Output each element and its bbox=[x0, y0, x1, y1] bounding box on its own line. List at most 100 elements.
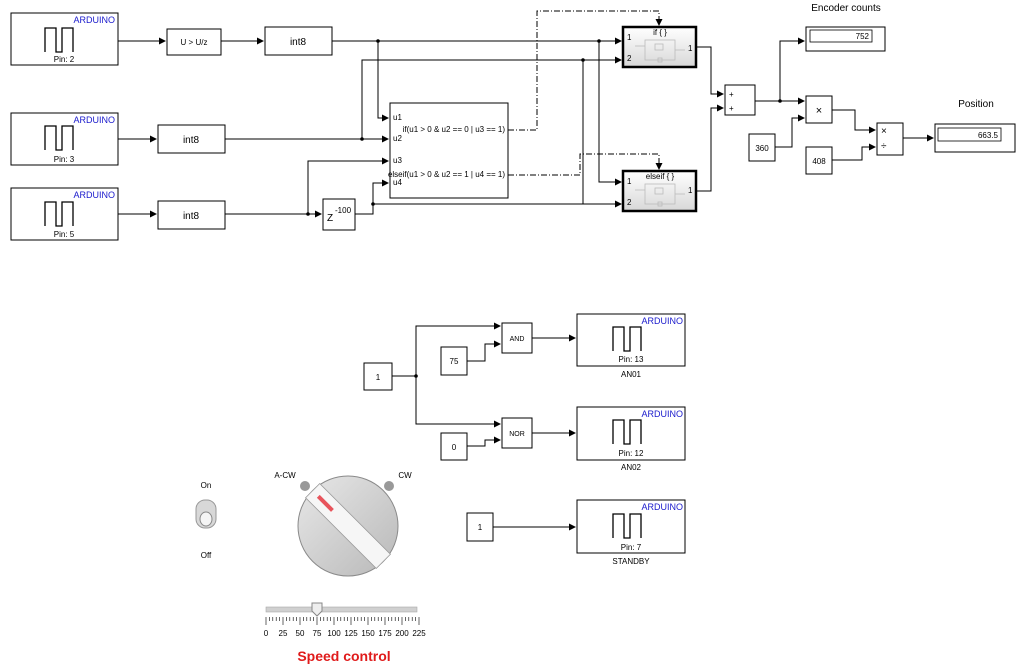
if-port-u4: u4 bbox=[393, 178, 402, 187]
encoder-counts-label: Encoder counts bbox=[811, 3, 881, 14]
product-block-1[interactable]: × bbox=[805, 95, 833, 124]
cw-indicator-lamp bbox=[384, 481, 394, 491]
constant-value: 75 bbox=[450, 357, 459, 366]
if-condition-1: if(u1 > 0 & u2 == 0 | u3 == 1) bbox=[403, 125, 506, 134]
ccw-indicator-lamp bbox=[300, 481, 310, 491]
if-block[interactable]: u1 u2 u3 u4 if(u1 > 0 & u2 == 0 | u3 == … bbox=[388, 102, 509, 199]
switch-on-label: On bbox=[201, 481, 212, 490]
if-action-subsystem[interactable]: if { } 1 2 1 bbox=[621, 25, 698, 69]
constant-value: 408 bbox=[812, 157, 826, 166]
arduino-input-pin3[interactable]: ARDUINO Pin: 3 bbox=[10, 112, 119, 166]
delay-exponent: -100 bbox=[335, 206, 352, 215]
arduino-label: ARDUINO bbox=[73, 190, 115, 200]
divide-block[interactable]: × ÷ bbox=[876, 122, 904, 156]
block-label: int8 bbox=[183, 211, 200, 222]
sum-port-plus: + bbox=[729, 90, 734, 99]
display-value: 752 bbox=[856, 32, 870, 41]
position-display[interactable]: 663.5 bbox=[934, 123, 1016, 153]
delay-base: Z bbox=[327, 213, 333, 224]
pin-label: Pin: 13 bbox=[619, 355, 644, 364]
constant-value: 1 bbox=[478, 523, 483, 532]
detect-decrease-block[interactable]: U > U/z bbox=[166, 28, 222, 56]
pulse-icon bbox=[44, 125, 74, 151]
switch-off-label: Off bbox=[201, 551, 212, 560]
pulse-icon bbox=[44, 201, 74, 227]
knob-cw-label: CW bbox=[398, 471, 412, 480]
arduino-input-pin5[interactable]: ARDUINO Pin: 5 bbox=[10, 187, 119, 241]
knob-pointer-icon bbox=[316, 494, 334, 512]
elseif-action-subsystem[interactable]: elseif { } 1 2 1 bbox=[621, 169, 698, 213]
on-off-toggle-switch[interactable] bbox=[195, 499, 217, 529]
constant-1-a[interactable]: 1 bbox=[363, 362, 393, 391]
arduino-label: ARDUINO bbox=[641, 409, 683, 419]
slider-tick-label: 0 bbox=[264, 629, 269, 638]
pin-label: Pin: 7 bbox=[621, 543, 642, 552]
pin-label: Pin: 3 bbox=[54, 155, 75, 164]
arduino-output-pin7[interactable]: ARDUINO Pin: 7 bbox=[576, 499, 686, 554]
direction-rotary-knob[interactable] bbox=[297, 475, 399, 577]
cast-int8-2[interactable]: int8 bbox=[157, 124, 226, 154]
logic-op-label: AND bbox=[510, 336, 525, 343]
pulse-icon bbox=[612, 326, 642, 352]
pulse-icon bbox=[612, 513, 642, 539]
arduino-label: ARDUINO bbox=[641, 502, 683, 512]
constant-408[interactable]: 408 bbox=[805, 146, 833, 175]
divide-port: ÷ bbox=[881, 141, 887, 152]
slider-tick-label: 75 bbox=[313, 629, 322, 638]
if-port-u2: u2 bbox=[393, 134, 402, 143]
subsystem-title: elseif { } bbox=[646, 172, 675, 181]
lower-signal-lines bbox=[392, 322, 576, 531]
sum-block[interactable]: + + bbox=[724, 84, 756, 116]
slider-tick-label: 200 bbox=[395, 629, 409, 638]
constant-360[interactable]: 360 bbox=[748, 133, 776, 162]
slider-tick-label: 100 bbox=[327, 629, 341, 638]
and-gate[interactable]: AND bbox=[501, 322, 533, 354]
arduino-output-pin12[interactable]: ARDUINO Pin: 12 bbox=[576, 406, 686, 461]
subsystem-preview-icon bbox=[635, 183, 685, 207]
nor-gate[interactable]: NOR bbox=[501, 417, 533, 449]
delay-block[interactable]: Z -100 bbox=[322, 198, 356, 231]
pulse-icon bbox=[44, 27, 74, 53]
subsystem-title: if { } bbox=[653, 28, 667, 37]
arduino-label: ARDUINO bbox=[641, 316, 683, 326]
constant-0[interactable]: 0 bbox=[440, 432, 468, 461]
display-value: 663.5 bbox=[978, 131, 999, 140]
arduino-output-pin13[interactable]: ARDUINO Pin: 13 bbox=[576, 313, 686, 367]
speed-control-title: Speed control bbox=[297, 648, 390, 664]
constant-1-b[interactable]: 1 bbox=[466, 512, 494, 542]
cast-int8-3[interactable]: int8 bbox=[157, 200, 226, 230]
slider-tick-label: 125 bbox=[344, 629, 358, 638]
constant-value: 360 bbox=[755, 144, 769, 153]
if-condition-2: elseif(u1 > 0 & u2 == 1 | u4 == 1) bbox=[388, 170, 505, 179]
block-label: int8 bbox=[290, 37, 307, 48]
constant-75[interactable]: 75 bbox=[440, 346, 468, 376]
if-port-u3: u3 bbox=[393, 156, 402, 165]
port-out-1: 1 bbox=[688, 186, 693, 195]
product-symbol: × bbox=[816, 105, 822, 117]
constant-value: 0 bbox=[452, 443, 457, 452]
block-label: U > U/z bbox=[181, 38, 208, 47]
slider-tick-label: 50 bbox=[296, 629, 305, 638]
port-in-1: 1 bbox=[627, 177, 632, 186]
block-name: AN02 bbox=[621, 463, 642, 472]
arduino-label: ARDUINO bbox=[73, 115, 115, 125]
pin-label: Pin: 5 bbox=[54, 230, 75, 239]
signal-lines bbox=[118, 10, 934, 218]
arduino-input-pin2[interactable]: ARDUINO Pin: 2 bbox=[10, 12, 119, 66]
block-label: int8 bbox=[183, 135, 200, 146]
cast-int8-1[interactable]: int8 bbox=[264, 26, 333, 56]
arduino-label: ARDUINO bbox=[73, 15, 115, 25]
slider-tick-label: 225 bbox=[412, 629, 426, 638]
if-port-u1: u1 bbox=[393, 113, 402, 122]
pulse-icon bbox=[612, 419, 642, 445]
port-out-1: 1 bbox=[688, 44, 693, 53]
knob-ccw-label: A-CW bbox=[274, 471, 296, 480]
slider-thumb[interactable] bbox=[311, 602, 323, 617]
subsystem-preview-icon bbox=[635, 39, 685, 63]
encoder-counts-display[interactable]: 752 bbox=[805, 26, 886, 52]
position-label: Position bbox=[958, 99, 994, 110]
slider-tick-label: 150 bbox=[361, 629, 375, 638]
